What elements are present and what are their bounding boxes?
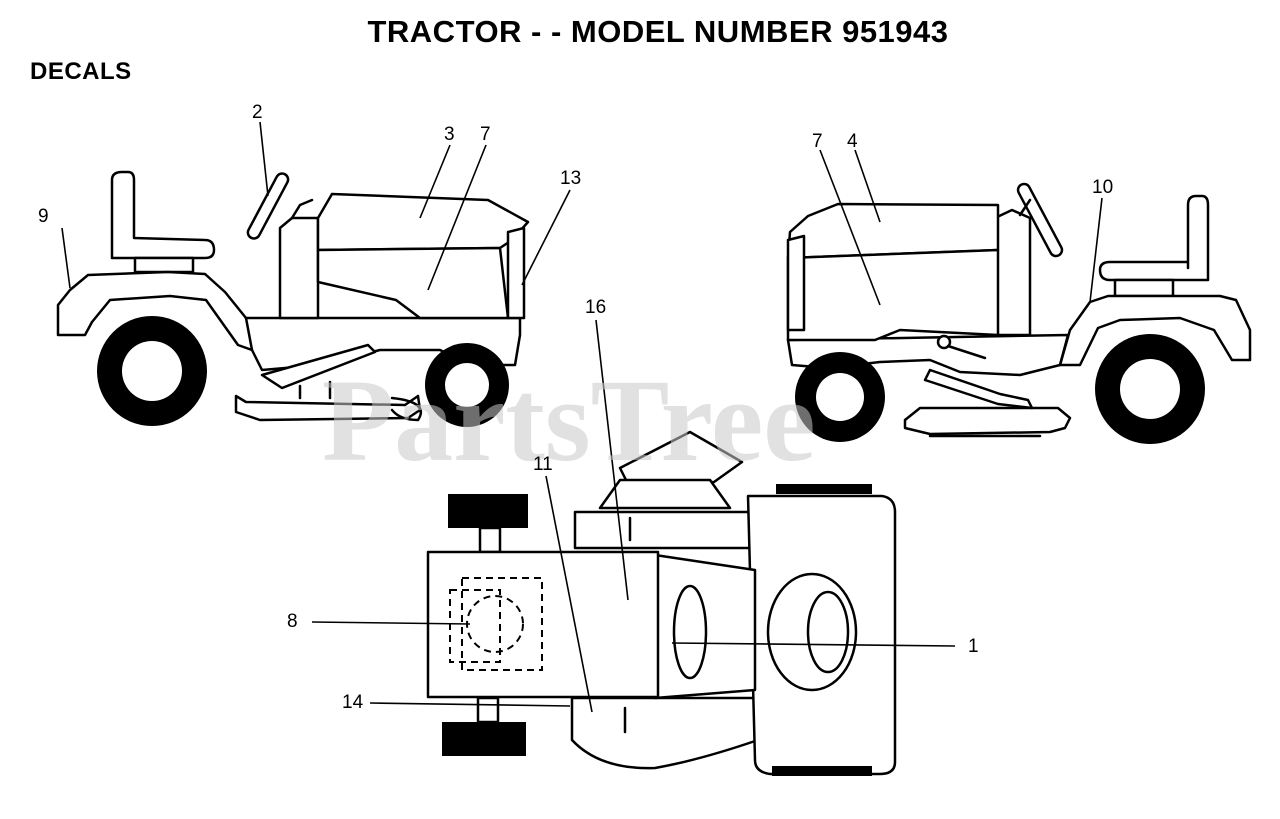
callout-7-left: 7 — [480, 124, 491, 145]
parts-tree-watermark: PartsTree — [322, 355, 816, 486]
callout-14: 14 — [342, 692, 364, 713]
tractor-left-side-view — [56, 121, 571, 427]
callout-2: 2 — [252, 102, 263, 123]
callout-labels: 9 2 3 7 13 7 4 10 16 11 8 14 1 — [38, 102, 1113, 713]
tractor-right-side-view — [786, 149, 1252, 444]
callout-3: 3 — [444, 124, 455, 145]
callout-11: 11 — [533, 454, 553, 475]
tractor-top-view — [311, 319, 956, 776]
callout-10: 10 — [1092, 177, 1113, 198]
callout-13: 13 — [560, 168, 581, 189]
callout-16: 16 — [585, 297, 606, 318]
callout-9: 9 — [38, 206, 49, 227]
callout-7-right: 7 — [812, 131, 823, 152]
callout-8: 8 — [287, 611, 298, 632]
section-label: DECALS — [30, 58, 132, 85]
diagram-title: TRACTOR - - MODEL NUMBER 951943 — [367, 14, 949, 49]
callout-1: 1 — [968, 636, 979, 657]
callout-4: 4 — [847, 131, 858, 152]
